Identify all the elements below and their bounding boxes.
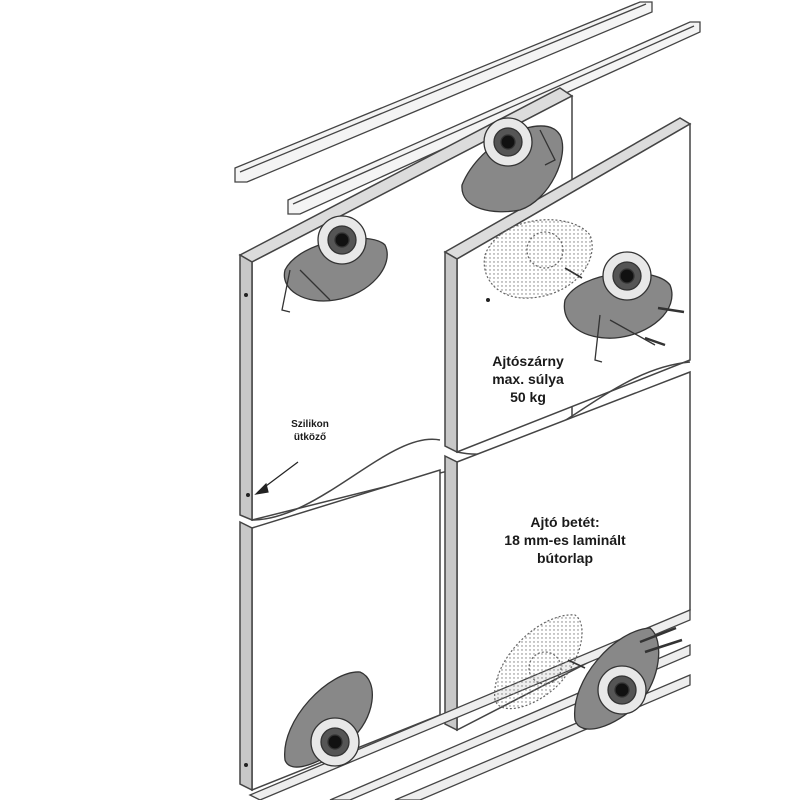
upper-roller-back-door bbox=[461, 117, 564, 213]
stopper-arrow bbox=[254, 461, 299, 495]
lower-roller-left-door bbox=[284, 671, 373, 768]
upper-roller-right-door bbox=[563, 251, 685, 363]
upper-roller-left-door bbox=[281, 215, 388, 313]
drill-holes bbox=[244, 293, 490, 767]
upper-guide-rails bbox=[234, 1, 701, 215]
back-door-panel-lower bbox=[239, 438, 441, 792]
upper-roller-ghost bbox=[483, 219, 593, 299]
door-insert-label: Ajtó betét: 18 mm-es laminált bútorlap bbox=[504, 514, 626, 566]
lower-roller-right-door bbox=[567, 626, 683, 730]
silicone-stopper-label: Szilikon ütköző bbox=[291, 419, 329, 443]
lower-roller-ghost bbox=[494, 614, 583, 710]
door-weight-label: Ajtószárny max. súlya 50 kg bbox=[492, 353, 564, 405]
front-door-panel bbox=[443, 117, 692, 732]
